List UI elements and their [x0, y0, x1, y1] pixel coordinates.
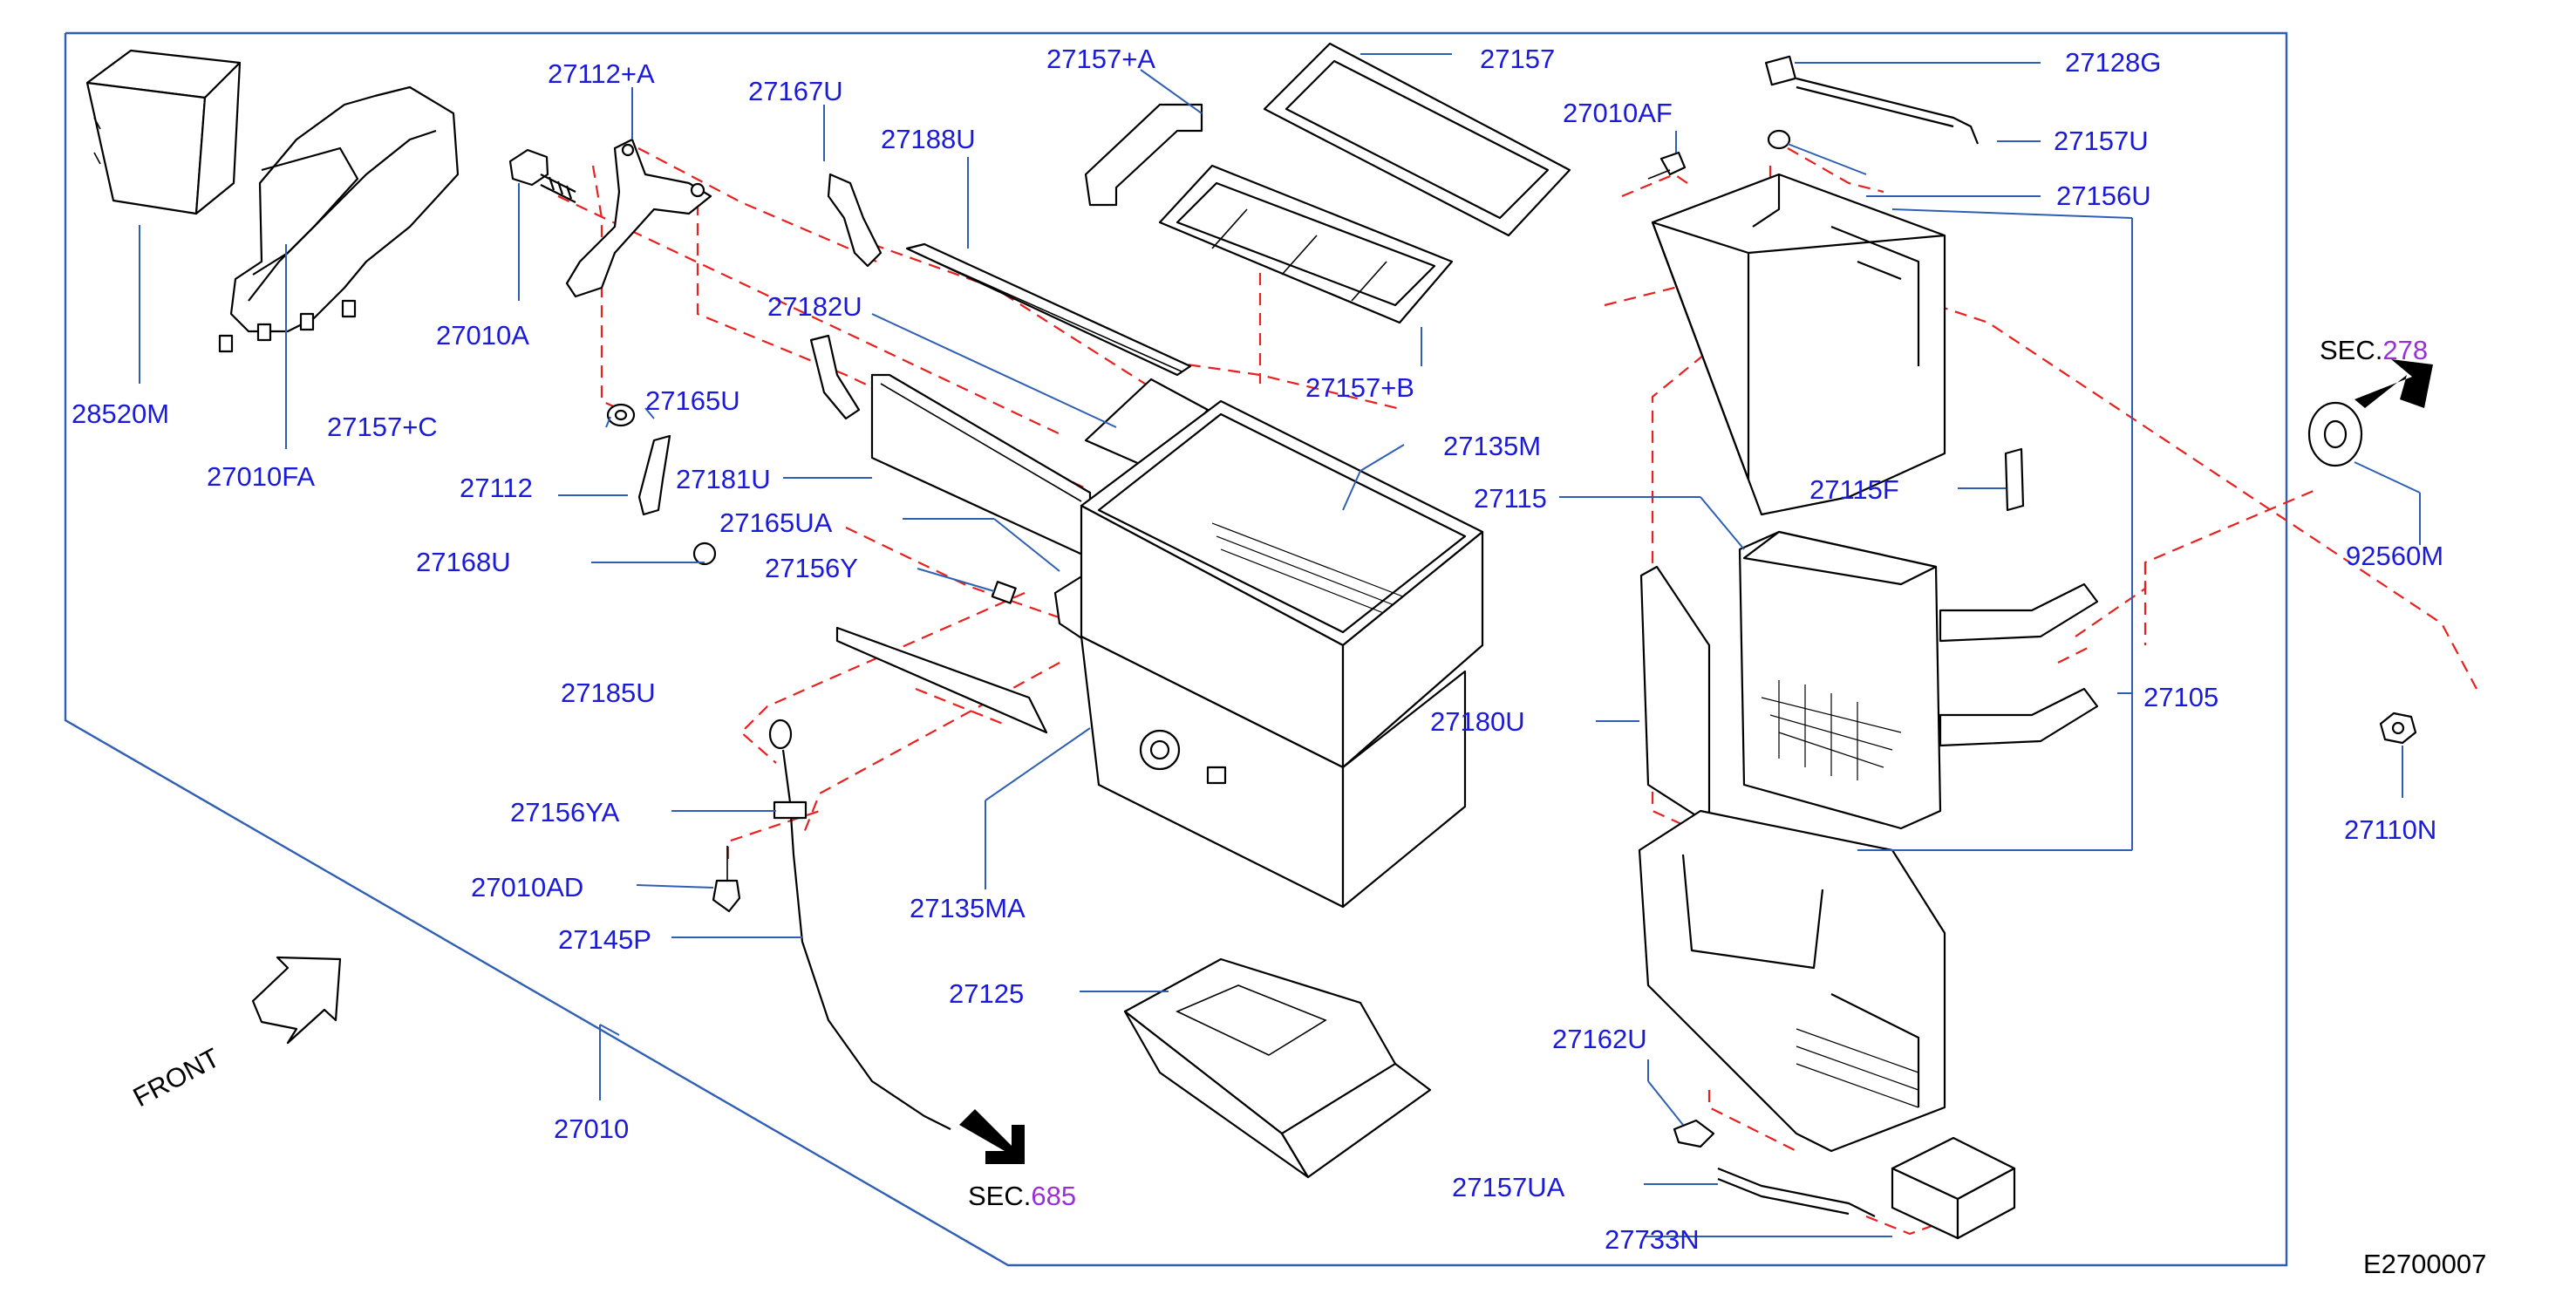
part-27157a-pipe — [1084, 103, 1203, 207]
label-27112a[interactable]: 27112+A — [548, 58, 655, 89]
label-92560m[interactable]: 92560M — [2346, 541, 2443, 571]
label-27157ua[interactable]: 27157UA — [1452, 1172, 1565, 1202]
part-upper-unit-case — [1651, 173, 1946, 516]
label-27168u[interactable]: 27168U — [416, 547, 511, 577]
part-27128g-sensor — [1765, 55, 1980, 145]
section-ref-685[interactable]: SEC.685 — [968, 1181, 1076, 1211]
label-27188u[interactable]: 27188U — [881, 124, 976, 154]
part-27168u-pivot — [692, 541, 717, 566]
front-label: FRONT — [128, 1042, 225, 1113]
sec278-arrow-icon — [2355, 359, 2433, 408]
part-27162u-bracket — [1673, 1119, 1715, 1148]
assembly-frame — [64, 31, 2288, 1267]
part-27157ua-hose — [1717, 1167, 1876, 1217]
label-27157[interactable]: 27157 — [1480, 44, 1555, 74]
label-27156u[interactable]: 27156U — [2056, 180, 2151, 211]
section-ref-685-number: 685 — [1031, 1181, 1076, 1211]
label-27010fa[interactable]: 27010FA — [207, 461, 315, 492]
part-27181u-flap — [870, 373, 1092, 560]
label-27181u[interactable]: 27181U — [676, 464, 771, 494]
label-27156y[interactable]: 27156Y — [765, 553, 858, 583]
sec685-arrow-icon — [959, 1109, 1025, 1164]
label-27167u[interactable]: 27167U — [748, 76, 843, 106]
front-arrow-icon — [251, 956, 342, 1045]
section-ref-278-number: 278 — [2382, 335, 2428, 365]
label-27115[interactable]: 27115 — [1474, 483, 1547, 514]
part-27157c-grommet — [606, 403, 636, 427]
part-27145p-cable — [768, 719, 951, 1130]
part-27115f-clip — [2004, 447, 2025, 512]
leader-lines — [139, 53, 2421, 1237]
part-27010af-bolt — [1647, 151, 1687, 180]
label-27733n[interactable]: 27733N — [1605, 1224, 1700, 1255]
diagram-code: E2700007 — [2363, 1249, 2486, 1279]
label-27180u[interactable]: 27180U — [1430, 706, 1525, 737]
label-27145p[interactable]: 27145P — [558, 924, 651, 955]
label-27157a[interactable]: 27157+A — [1046, 44, 1155, 74]
label-27165u[interactable]: 27165U — [645, 385, 740, 416]
part-27157b-filter — [1158, 164, 1454, 324]
part-27733n-sensor — [1891, 1136, 2016, 1240]
part-27010fa-gasket — [218, 85, 460, 353]
part-27115-heater-core — [1738, 530, 2099, 830]
label-27157c[interactable]: 27157+C — [327, 412, 438, 442]
label-27156ya[interactable]: 27156YA — [510, 797, 620, 827]
label-27010af[interactable]: 27010AF — [1563, 98, 1673, 128]
label-27157u[interactable]: 27157U — [2054, 126, 2149, 156]
label-27010ad[interactable]: 27010AD — [471, 872, 583, 902]
label-27128g[interactable]: 27128G — [2065, 47, 2161, 78]
part-28520m-box — [85, 49, 242, 215]
part-27125-duct — [1123, 957, 1432, 1179]
part-27157-filter-frame — [1263, 42, 1571, 237]
label-27135ma[interactable]: 27135MA — [910, 893, 1026, 923]
label-27110n[interactable]: 27110N — [2344, 814, 2436, 845]
part-27010ad-screw — [712, 846, 741, 913]
part-27112-lever — [637, 434, 671, 516]
part-27180u-seal — [1639, 565, 1711, 826]
label-27010[interactable]: 27010 — [554, 1114, 629, 1144]
part-27185u-rod — [835, 626, 1048, 734]
label-27125[interactable]: 27125 — [949, 978, 1024, 1009]
part-92560m-grommet — [2307, 401, 2363, 467]
part-27112a-bracket — [565, 138, 712, 298]
label-27157b[interactable]: 27157+B — [1305, 372, 1414, 403]
section-ref-278[interactable]: SEC.278 — [2320, 335, 2428, 365]
label-27105[interactable]: 27105 — [2143, 682, 2218, 712]
part-27156y-clip — [991, 581, 1017, 604]
part-27167u-link — [827, 173, 883, 268]
label-27162u[interactable]: 27162U — [1552, 1024, 1647, 1054]
part-27165u-arm — [809, 334, 861, 420]
part-27135ma-lower-case — [1080, 635, 1467, 909]
part-27110n-nut — [2379, 712, 2417, 745]
part-27156u-clip — [1767, 129, 1791, 150]
section-ref-278-prefix: SEC. — [2320, 335, 2382, 365]
label-27010a[interactable]: 27010A — [436, 320, 529, 351]
part-27010a-screw — [508, 148, 576, 203]
label-27135m[interactable]: 27135M — [1443, 431, 1541, 461]
label-27115f[interactable]: 27115F — [1809, 474, 1899, 505]
section-ref-685-prefix: SEC. — [968, 1181, 1031, 1211]
label-27112[interactable]: 27112 — [460, 473, 533, 503]
label-27182u[interactable]: 27182U — [767, 291, 862, 322]
label-27185u[interactable]: 27185U — [561, 678, 656, 708]
part-lower-unit-case — [1638, 809, 1946, 1153]
label-28520m[interactable]: 28520M — [72, 398, 169, 429]
part-27188u-damper — [905, 242, 1192, 377]
part-27135m-upper-case — [1080, 399, 1484, 769]
label-27165ua[interactable]: 27165UA — [719, 507, 833, 538]
